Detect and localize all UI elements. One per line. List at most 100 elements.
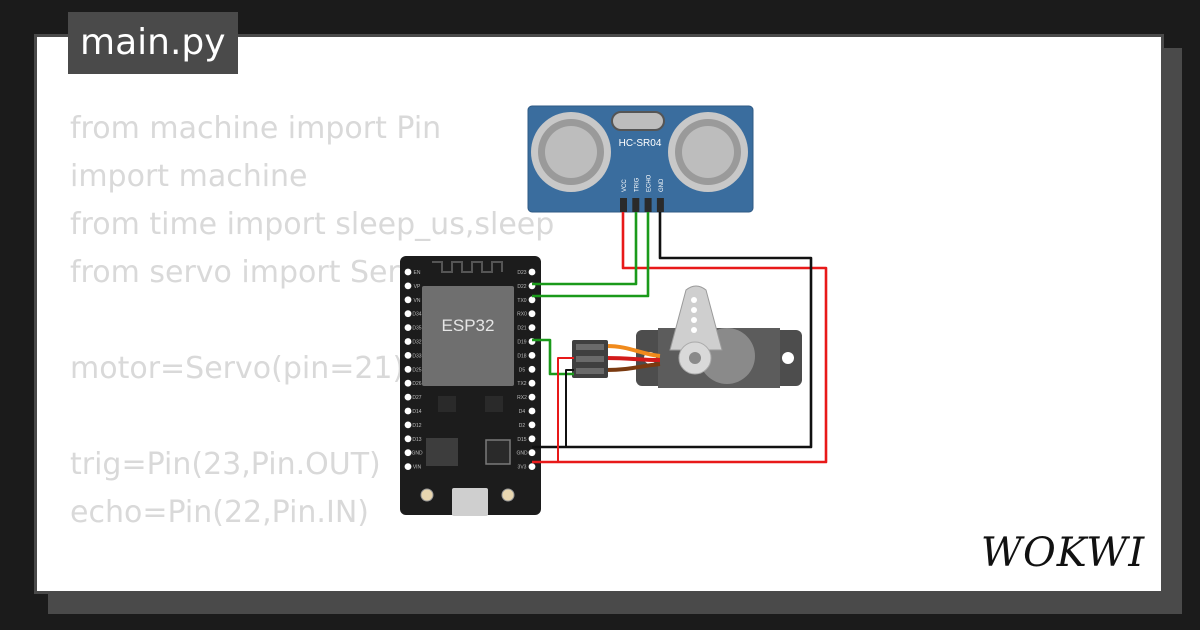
- sensor-pin-label: VCC: [622, 179, 628, 192]
- right-pin-label: TX0: [517, 298, 526, 304]
- left-pin-label: D32: [412, 340, 421, 346]
- left-pin-label: GND: [411, 451, 423, 457]
- crystal-icon: [611, 111, 665, 131]
- right-pin-label: D23: [517, 270, 526, 276]
- code-line: from time import sleep_us,sleep: [70, 207, 555, 242]
- left-pin-d12[interactable]: [404, 421, 412, 429]
- transducer-left-icon: [531, 112, 611, 192]
- left-pin-label: VIN: [413, 465, 422, 471]
- right-pin-label: D22: [517, 284, 526, 290]
- left-pin-label: D27: [412, 395, 421, 401]
- right-pin-rx2[interactable]: [528, 393, 536, 401]
- left-pin-label: VN: [414, 298, 421, 304]
- esp32-board[interactable]: ESP32 ENVPVND34D35D32D33D25D26D27D14D12D…: [400, 256, 541, 516]
- wokwi-logo[interactable]: WOKWI: [978, 522, 1148, 578]
- right-pin-label: D4: [519, 409, 526, 415]
- horn-holes: [691, 297, 697, 333]
- sensor-pin-echo[interactable]: [644, 198, 652, 212]
- esp32-chip: [422, 286, 514, 386]
- usb-port-icon: [452, 488, 488, 516]
- right-pin-3v3[interactable]: [528, 463, 536, 470]
- wire-vcc: [532, 212, 828, 464]
- wire-servo-signal: [532, 338, 574, 376]
- boot-button-icon[interactable]: [501, 488, 515, 502]
- sensor-pin-label: GND: [659, 178, 665, 192]
- right-pin-label: D19: [517, 340, 526, 346]
- servo-motor[interactable]: [572, 285, 802, 388]
- left-pin-label: EN: [414, 270, 421, 276]
- left-pin-d14[interactable]: [404, 407, 412, 415]
- left-pin-d34[interactable]: [404, 310, 412, 318]
- right-pin-d15[interactable]: [528, 435, 536, 443]
- left-pin-label: D35: [412, 326, 421, 332]
- transducer-right-icon: [668, 112, 748, 192]
- sensor-label: HC-SR04: [619, 138, 662, 149]
- left-pin-d35[interactable]: [404, 324, 412, 331]
- left-pin-label: D12: [412, 423, 421, 429]
- code-line: trig=Pin(23,Pin.OUT): [70, 447, 381, 482]
- capacitor-left: [438, 396, 456, 412]
- left-pin-d13[interactable]: [404, 435, 412, 443]
- left-pin-d25[interactable]: [404, 365, 412, 373]
- left-pin-gnd[interactable]: [404, 449, 412, 457]
- right-pin-label: 3V3: [518, 465, 527, 471]
- left-pin-d33[interactable]: [404, 352, 412, 359]
- code-line: echo=Pin(22,Pin.IN): [70, 495, 369, 530]
- right-pin-label: D15: [517, 437, 526, 443]
- right-pin-d23[interactable]: [528, 268, 536, 276]
- right-pin-tx2[interactable]: [528, 379, 536, 387]
- right-pin-rx0[interactable]: [528, 310, 536, 318]
- file-tab[interactable]: main.py: [68, 12, 238, 74]
- capacitor-right: [485, 396, 503, 412]
- left-pin-label: D34: [412, 312, 421, 318]
- wires: [532, 212, 828, 464]
- left-pin-d32[interactable]: [404, 338, 412, 345]
- sensor-pin-label: TRIG: [634, 177, 640, 192]
- right-pin-label: D2: [519, 423, 526, 429]
- reset-button-icon[interactable]: [420, 488, 434, 502]
- code-line: from machine import Pin: [70, 111, 442, 146]
- left-pin-label: D26: [412, 381, 421, 387]
- left-pin-d27[interactable]: [404, 393, 412, 401]
- left-pin-vin[interactable]: [404, 463, 412, 470]
- right-pin-d4[interactable]: [528, 407, 536, 415]
- right-pin-label: RX2: [517, 395, 527, 401]
- left-pin-label: D33: [412, 353, 421, 359]
- left-pin-label: D13: [412, 437, 421, 443]
- right-pin-label: TX2: [517, 381, 526, 387]
- left-pin-label: D25: [412, 367, 421, 373]
- left-pin-vp[interactable]: [404, 282, 412, 290]
- wire-echo: [532, 212, 650, 298]
- wire-gnd: [532, 212, 813, 449]
- left-pin-label: D14: [412, 409, 421, 415]
- right-pin-label: GND: [516, 451, 528, 457]
- right-pin-d21[interactable]: [528, 324, 536, 331]
- sensor-pin-vcc[interactable]: [620, 198, 627, 212]
- wire-servo-gnd: [565, 369, 574, 447]
- left-pin-label: VP: [414, 284, 421, 290]
- right-pin-label: D5: [519, 367, 526, 373]
- right-pin-label: D21: [517, 326, 526, 332]
- mcu-label: ESP32: [442, 316, 495, 335]
- sensor-pin-trig[interactable]: [632, 198, 640, 212]
- usb-chip-icon: [485, 439, 511, 465]
- sensor-pin-gnd[interactable]: [656, 198, 664, 212]
- code-line: motor=Servo(pin=21): [70, 351, 405, 386]
- code-line: import machine: [70, 159, 308, 194]
- right-pin-gnd[interactable]: [528, 449, 536, 457]
- wire-trig: [532, 212, 638, 286]
- left-pin-en[interactable]: [404, 268, 412, 276]
- right-pin-d18[interactable]: [528, 352, 536, 359]
- right-pin-label: D18: [517, 353, 526, 359]
- right-pin-d5[interactable]: [528, 365, 536, 373]
- left-pin-d26[interactable]: [404, 379, 412, 387]
- left-pin-vn[interactable]: [404, 296, 412, 304]
- regulator-icon: [426, 438, 458, 466]
- right-pin-label: RX0: [517, 312, 527, 318]
- right-pin-tx0[interactable]: [528, 296, 536, 304]
- code-line: from servo import Servo: [70, 255, 436, 290]
- svg-text:WOKWI: WOKWI: [981, 530, 1145, 576]
- right-pin-d2[interactable]: [528, 421, 536, 429]
